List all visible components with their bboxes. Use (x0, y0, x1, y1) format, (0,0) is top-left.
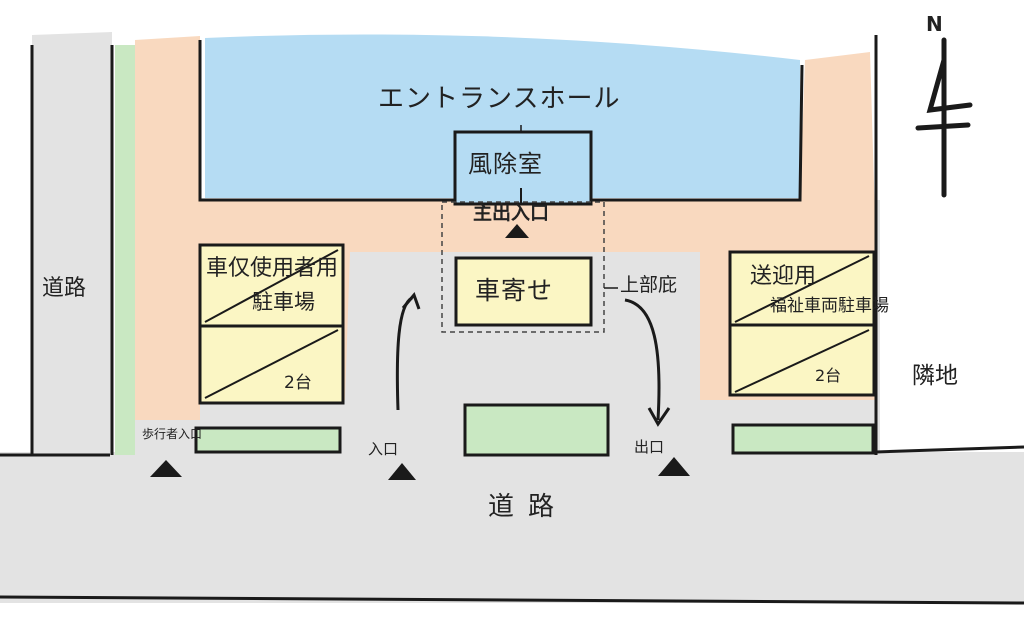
car-entrance-label: 入口 (368, 440, 399, 458)
upper-floor-label: 上部庇 (620, 274, 678, 296)
pickup-parking-label-line1: 送迎用 (750, 264, 817, 289)
main-entrance-label: 主出入口 (473, 202, 550, 224)
green-planter-center (463, 403, 610, 457)
car-entrance-marker (388, 463, 416, 480)
car-exit-marker (658, 457, 690, 476)
green-strip-left (115, 45, 135, 455)
left-road (32, 32, 112, 455)
wheelchair-parking-label-line1: 車仅使用者用 (206, 256, 339, 281)
entry-arrowhead (401, 292, 421, 310)
north-arrow-icon (915, 37, 973, 198)
exit-flow-arrow (624, 298, 661, 421)
porte-cochere-box (454, 256, 593, 327)
pedestrian-entrance-marker (150, 460, 182, 477)
left-parking-diagonal-2 (204, 329, 339, 399)
wheelchair-parking-label-line2: 駐車場 (252, 290, 315, 314)
green-planter-left (194, 426, 342, 454)
right-parking-diagonal-1 (734, 255, 870, 323)
bottom-road (0, 452, 1024, 603)
windbreak-room-box (453, 130, 593, 206)
neighbor-land-label: 隣地 (912, 363, 958, 389)
exit-arrowhead (647, 407, 671, 427)
car-exit-label: 出口 (634, 438, 665, 456)
porte-cochere-label: 車寄せ (475, 276, 554, 305)
wheelchair-parking-count: 2台 (284, 373, 312, 393)
left-road-label: 道路 (42, 276, 87, 301)
pedestrian-entrance-label: 歩行者入口 (142, 427, 203, 441)
windbreak-room-label: 風除室 (468, 150, 543, 178)
entrance-hall-label: エントランスホール (378, 84, 621, 114)
road-top-edge-right (875, 445, 1024, 454)
entrance-hall (205, 34, 800, 198)
left-parking-diagonal-1 (204, 249, 339, 323)
main-entrance-marker (505, 224, 529, 238)
pickup-parking-label-line2: 福祉車両駐車場 (770, 296, 889, 316)
canopy-dashed-outline (441, 201, 605, 333)
bottom-road-label: 道路 (488, 492, 569, 522)
right-parking-diagonal-2 (734, 329, 870, 393)
road-bottom-edge (0, 595, 1024, 605)
pickup-parking-count: 2台 (815, 366, 842, 385)
north-label: N (926, 12, 943, 36)
left-parking-box (198, 243, 345, 405)
green-planter-right (731, 423, 875, 455)
